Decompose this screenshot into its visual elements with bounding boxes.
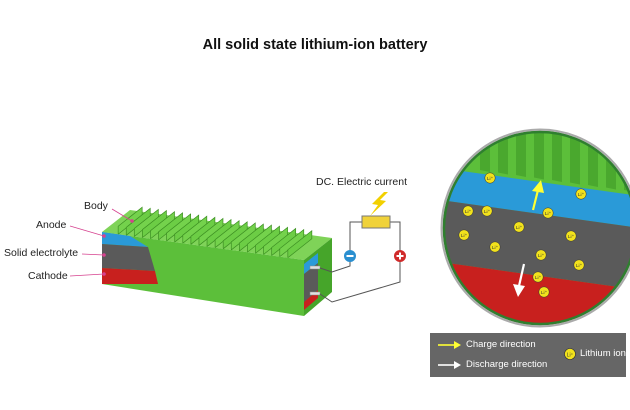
label-cathode: Cathode <box>28 270 68 282</box>
zoom-fin <box>570 131 580 185</box>
lithium-ion-label: Li⁺ <box>461 233 468 239</box>
battery <box>102 206 332 316</box>
zoom-fin <box>588 131 598 187</box>
cooling-fin <box>287 230 313 259</box>
zoom-view: Li⁺ Li⁺ Li⁺ Li⁺ Li⁺ Li⁺ Li⁺ Li⁺ Li⁺ Li⁺ Li⁺ Li⁺ Li⁺ <box>443 131 630 325</box>
minus-terminal-icon <box>344 250 356 262</box>
lithium-ion-label: Li⁺ <box>484 209 491 215</box>
legend-ion-icon: Li⁺ <box>564 348 576 360</box>
lithium-ion: Li⁺ <box>565 230 577 242</box>
zoom-fin <box>552 131 562 182</box>
page-title: All solid state lithium-ion battery <box>202 37 428 53</box>
label-dc-current: DC. Electric current <box>316 176 408 188</box>
cathode-layer <box>102 268 158 284</box>
legend-lithium-ion: Lithium ion <box>580 348 626 359</box>
lithium-ion: Li⁺ <box>481 205 493 217</box>
lithium-ion: Li⁺ <box>538 286 550 298</box>
legend-charge-arrow-icon <box>438 341 461 349</box>
circuit <box>319 215 401 303</box>
lithium-ion: Li⁺ <box>458 229 470 241</box>
resistor-icon <box>361 215 391 229</box>
legend-discharge-arrow-icon <box>438 361 461 369</box>
lithium-ion-label: Li⁺ <box>568 234 575 240</box>
legend-discharge-direction: Discharge direction <box>466 359 548 370</box>
legend-marks: Li⁺ <box>438 341 576 369</box>
lithium-ion: Li⁺ <box>573 259 585 271</box>
lithium-ion-label: Li⁺ <box>545 211 552 217</box>
wire-minus <box>319 221 362 273</box>
battery-body-front <box>102 232 304 316</box>
wire-plus <box>319 221 401 303</box>
lithium-ion-label: Li⁺ <box>541 290 548 296</box>
lithium-ion: Li⁺ <box>575 188 587 200</box>
plus-lead <box>309 291 321 296</box>
zoom-electrolyte <box>443 200 630 290</box>
lithium-ion-label: Li⁺ <box>465 209 472 215</box>
lithium-ion-label: Li⁺ <box>487 176 494 182</box>
discharge-arrow <box>513 263 526 297</box>
charge-arrow <box>531 180 544 211</box>
lithium-ions: Li⁺ Li⁺ Li⁺ Li⁺ Li⁺ Li⁺ Li⁺ Li⁺ Li⁺ Li⁺ Li⁺ Li⁺ Li⁺ <box>458 172 587 298</box>
legend-charge-direction: Charge direction <box>466 339 536 350</box>
label-anode: Anode <box>36 219 67 231</box>
zoom-fin <box>534 131 544 180</box>
lithium-ion: Li⁺ <box>489 241 501 253</box>
cooling-fins <box>117 206 313 259</box>
lithium-ion: Li⁺ <box>535 249 547 261</box>
minus-lead <box>309 265 321 270</box>
lithium-ion-label: Li⁺ <box>516 225 523 231</box>
lithium-ion: Li⁺ <box>462 205 474 217</box>
label-pointers <box>69 208 134 277</box>
lithium-ion-label: Li⁺ <box>535 275 542 281</box>
anode-layer <box>102 232 148 247</box>
zoom-fin <box>516 131 526 177</box>
lithium-ion: Li⁺ <box>542 207 554 219</box>
legend-box: Li⁺ Charge direction Discharge direction… <box>430 333 626 377</box>
lithium-ion: Li⁺ <box>484 172 496 184</box>
label-body: Body <box>84 200 108 212</box>
lithium-ion-label: Li⁺ <box>578 192 585 198</box>
lithium-ion-label: Li⁺ <box>538 253 545 259</box>
electrolyte-layer <box>102 244 155 271</box>
lithium-ion: Li⁺ <box>532 271 544 283</box>
label-solid-electrolyte: Solid electrolyte <box>4 247 79 259</box>
plus-terminal-icon <box>394 250 406 262</box>
lithium-ion-label: Li⁺ <box>492 245 499 251</box>
lithium-ion: Li⁺ <box>513 221 525 233</box>
legend-ion-icon-text: Li⁺ <box>567 353 574 359</box>
lightning-icon <box>370 192 388 216</box>
lithium-ion-label: Li⁺ <box>576 263 583 269</box>
end-anode-layer <box>304 253 318 274</box>
